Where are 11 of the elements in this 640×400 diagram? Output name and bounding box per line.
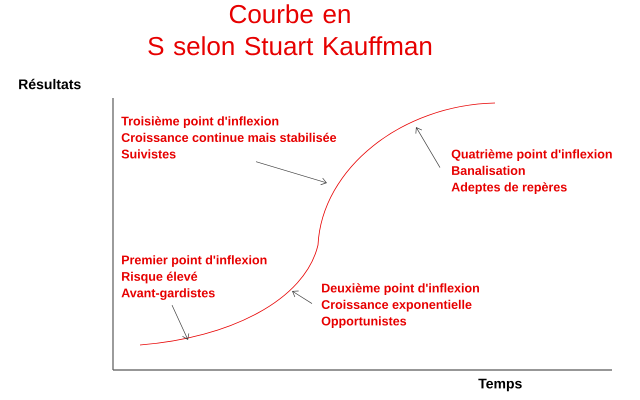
annotation-text: Troisième point d'inflexion Croissance continue mais stabilisée Suivistes xyxy=(121,116,336,158)
leader-arrow xyxy=(292,290,312,304)
annotation-text: Deuxième point d'inflexion Croissance exponentielle Opportunistes xyxy=(322,283,479,328)
title: Courbe en S selon Stuart Kauffman xyxy=(148,4,432,56)
leader-arrow xyxy=(172,304,190,340)
leader-arrow xyxy=(416,127,440,168)
annotation-text: Quatrième point d'inflexion Banalisation Adeptes de repères xyxy=(452,149,612,194)
annotation-text: Premier point d'inflexion Risque élevé Avant-gardistes xyxy=(122,255,266,300)
axis-label: Résultats xyxy=(19,78,81,90)
axis-label: Temps xyxy=(478,378,522,392)
leader-arrow xyxy=(256,161,327,186)
